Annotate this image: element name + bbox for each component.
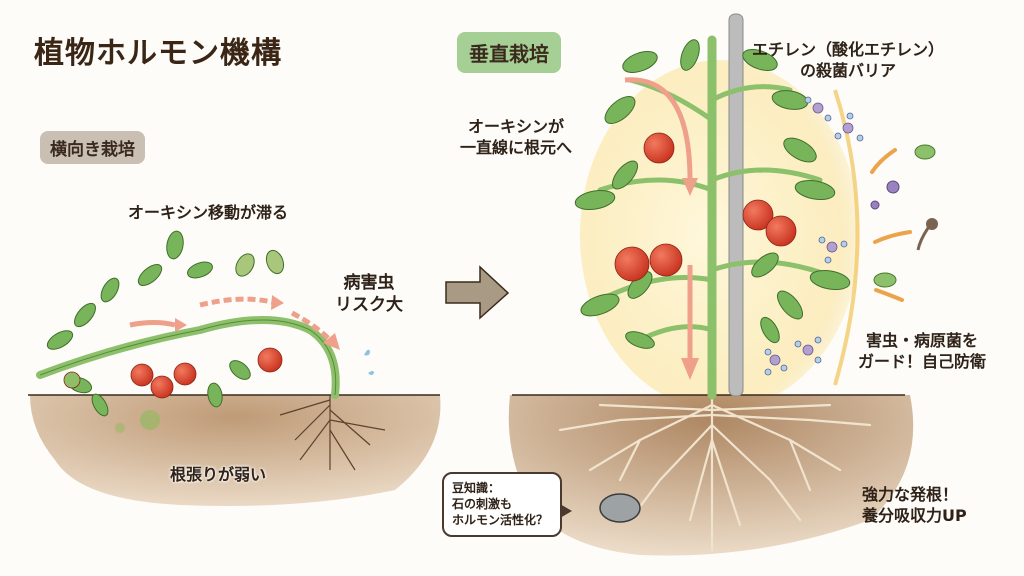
aphid-icon <box>873 272 897 288</box>
strong-rooting-label: 強力な発根！ 養分吸収力UP <box>862 485 967 525</box>
ethylene-barrier-label: エチレン（酸化エチレン） の殺菌バリア <box>752 40 945 80</box>
weak-roots-label: 根張りが弱い <box>170 465 267 484</box>
right-soil <box>508 393 914 556</box>
auxin-straight-label: オーキシンが 一直線に根元へ <box>460 117 573 157</box>
right-arrow-icon <box>445 265 510 320</box>
auxin-stalled-label: オーキシン移動が滞る <box>128 203 289 222</box>
horizontal-cultivation-tag: 横向き栽培 <box>40 131 145 164</box>
pest-risk-label: 病害虫 リスク大 <box>335 273 403 316</box>
virus-icon <box>870 200 880 210</box>
trivia-speech-bubble: 豆知識： 石の刺激も ホルモン活性化？ <box>442 472 572 537</box>
right-plant <box>574 35 851 400</box>
right-tomatoes <box>614 132 797 282</box>
left-soil <box>28 394 441 506</box>
stone-icon <box>599 493 641 523</box>
self-defense-label: 害虫・病原菌を ガード！自己防衛 <box>858 331 987 371</box>
support-stake <box>728 13 744 397</box>
pests-and-molecules <box>764 96 938 376</box>
aphid-icon <box>914 144 936 160</box>
left-tomatoes <box>63 347 283 399</box>
virus-icon <box>886 180 900 194</box>
fungus-spore-icon <box>926 218 938 230</box>
vertical-cultivation-tag: 垂直栽培 <box>457 32 561 73</box>
left-plant <box>36 230 374 417</box>
page-title: 植物ホルモン機構 <box>34 36 282 71</box>
